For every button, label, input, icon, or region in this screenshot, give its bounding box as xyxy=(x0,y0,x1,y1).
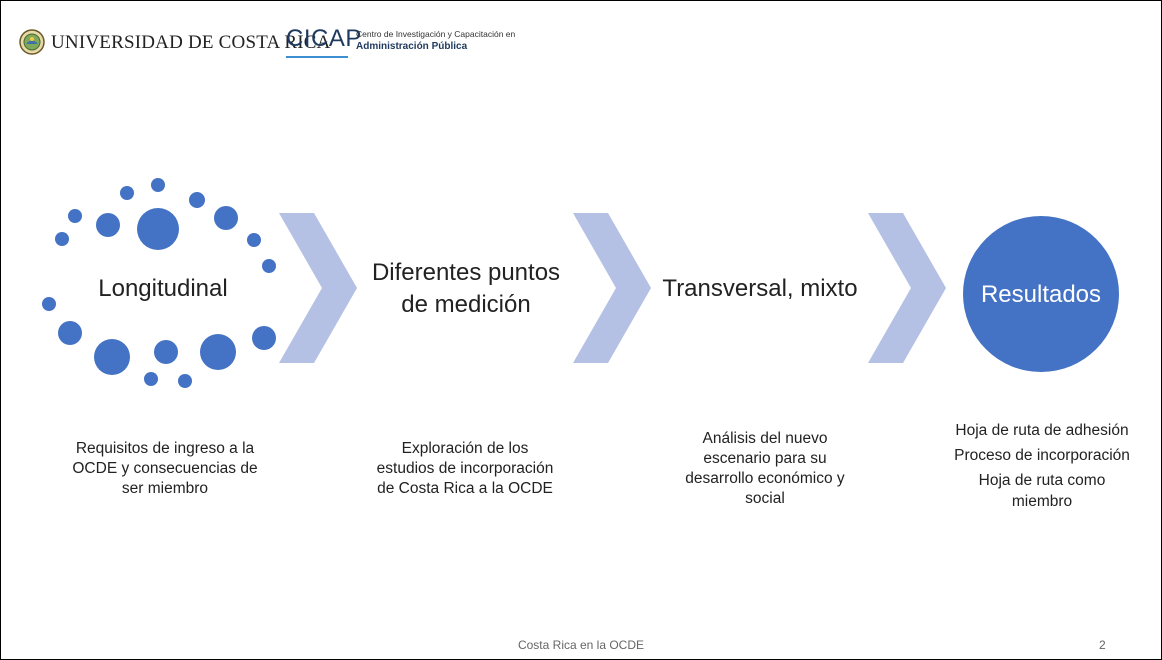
footer-text: Costa Rica en la OCDE xyxy=(517,638,645,652)
chevron-arrow-2 xyxy=(573,213,651,363)
description-line: OCDE y consecuencias de xyxy=(72,460,258,477)
chevron-arrow-3 xyxy=(868,213,946,363)
step-description-3: Análisis del nuevo escenario para su des… xyxy=(637,429,893,509)
description-line: Hoja de ruta de adhesión xyxy=(955,422,1129,439)
page-number: 2 xyxy=(1099,638,1106,652)
description-line: Exploración de los xyxy=(401,440,529,457)
step-description-1: Requisitos de ingreso a la OCDE y consec… xyxy=(37,439,293,499)
university-name: UNIVERSIDAD DE COSTA RICA xyxy=(51,32,331,53)
university-seal-icon xyxy=(19,29,45,55)
ring-dot xyxy=(96,213,120,237)
ring-dot xyxy=(154,340,178,364)
ring-dot xyxy=(55,232,69,246)
cicap-underline xyxy=(286,56,348,58)
ring-dot xyxy=(94,339,130,375)
ring-dot xyxy=(189,192,205,208)
cicap-subtitle-line1: Centro de Investigación y Capacitación e… xyxy=(356,29,516,39)
step-label-transversal: Transversal, mixto xyxy=(662,275,858,302)
step-label-resultados: Resultados xyxy=(980,281,1102,308)
results-circle xyxy=(963,216,1119,372)
label-line: Diferentes puntos xyxy=(371,259,561,286)
dot-ring-decoration xyxy=(42,178,276,388)
description-line: miembro xyxy=(1011,493,1073,510)
label-line: de medición xyxy=(401,291,531,318)
chevron-arrow-1 xyxy=(279,213,357,363)
description-line: Análisis del nuevo xyxy=(702,430,828,447)
description-line: ser miembro xyxy=(121,480,209,497)
ring-dot xyxy=(252,326,276,350)
description-line: estudios de incorporación xyxy=(376,460,554,477)
description-line: Requisitos de ingreso a la xyxy=(75,440,255,457)
description-line: desarrollo económico y xyxy=(685,470,845,487)
ring-dot xyxy=(137,208,179,250)
ring-dot xyxy=(178,374,192,388)
description-line: Proceso de incorporación xyxy=(954,447,1130,464)
ring-dot xyxy=(42,297,56,311)
description-line: social xyxy=(745,490,785,507)
ring-dot xyxy=(247,233,261,247)
cicap-subtitle-line2: Administración Pública xyxy=(356,41,468,52)
step-description-2: Exploración de los estudios de incorpora… xyxy=(337,439,593,499)
ring-dot xyxy=(120,186,134,200)
description-line: escenario para su xyxy=(703,450,827,467)
description-line: de Costa Rica a la OCDE xyxy=(377,480,553,497)
ring-dot xyxy=(68,209,82,223)
description-line: Hoja de ruta como xyxy=(978,472,1106,489)
ring-dot xyxy=(151,178,165,192)
step-label-diferentes-puntos: Diferentes puntos de medición xyxy=(341,257,591,321)
ring-dot xyxy=(262,259,276,273)
step-description-4: Hoja de ruta de adhesión Proceso de inco… xyxy=(931,420,1153,512)
cicap-name: CICAP xyxy=(286,25,362,52)
step-label-longitudinal: Longitudinal xyxy=(98,275,228,302)
ring-dot xyxy=(144,372,158,386)
ring-dot xyxy=(200,334,236,370)
ring-dot xyxy=(214,206,238,230)
ring-dot xyxy=(58,321,82,345)
